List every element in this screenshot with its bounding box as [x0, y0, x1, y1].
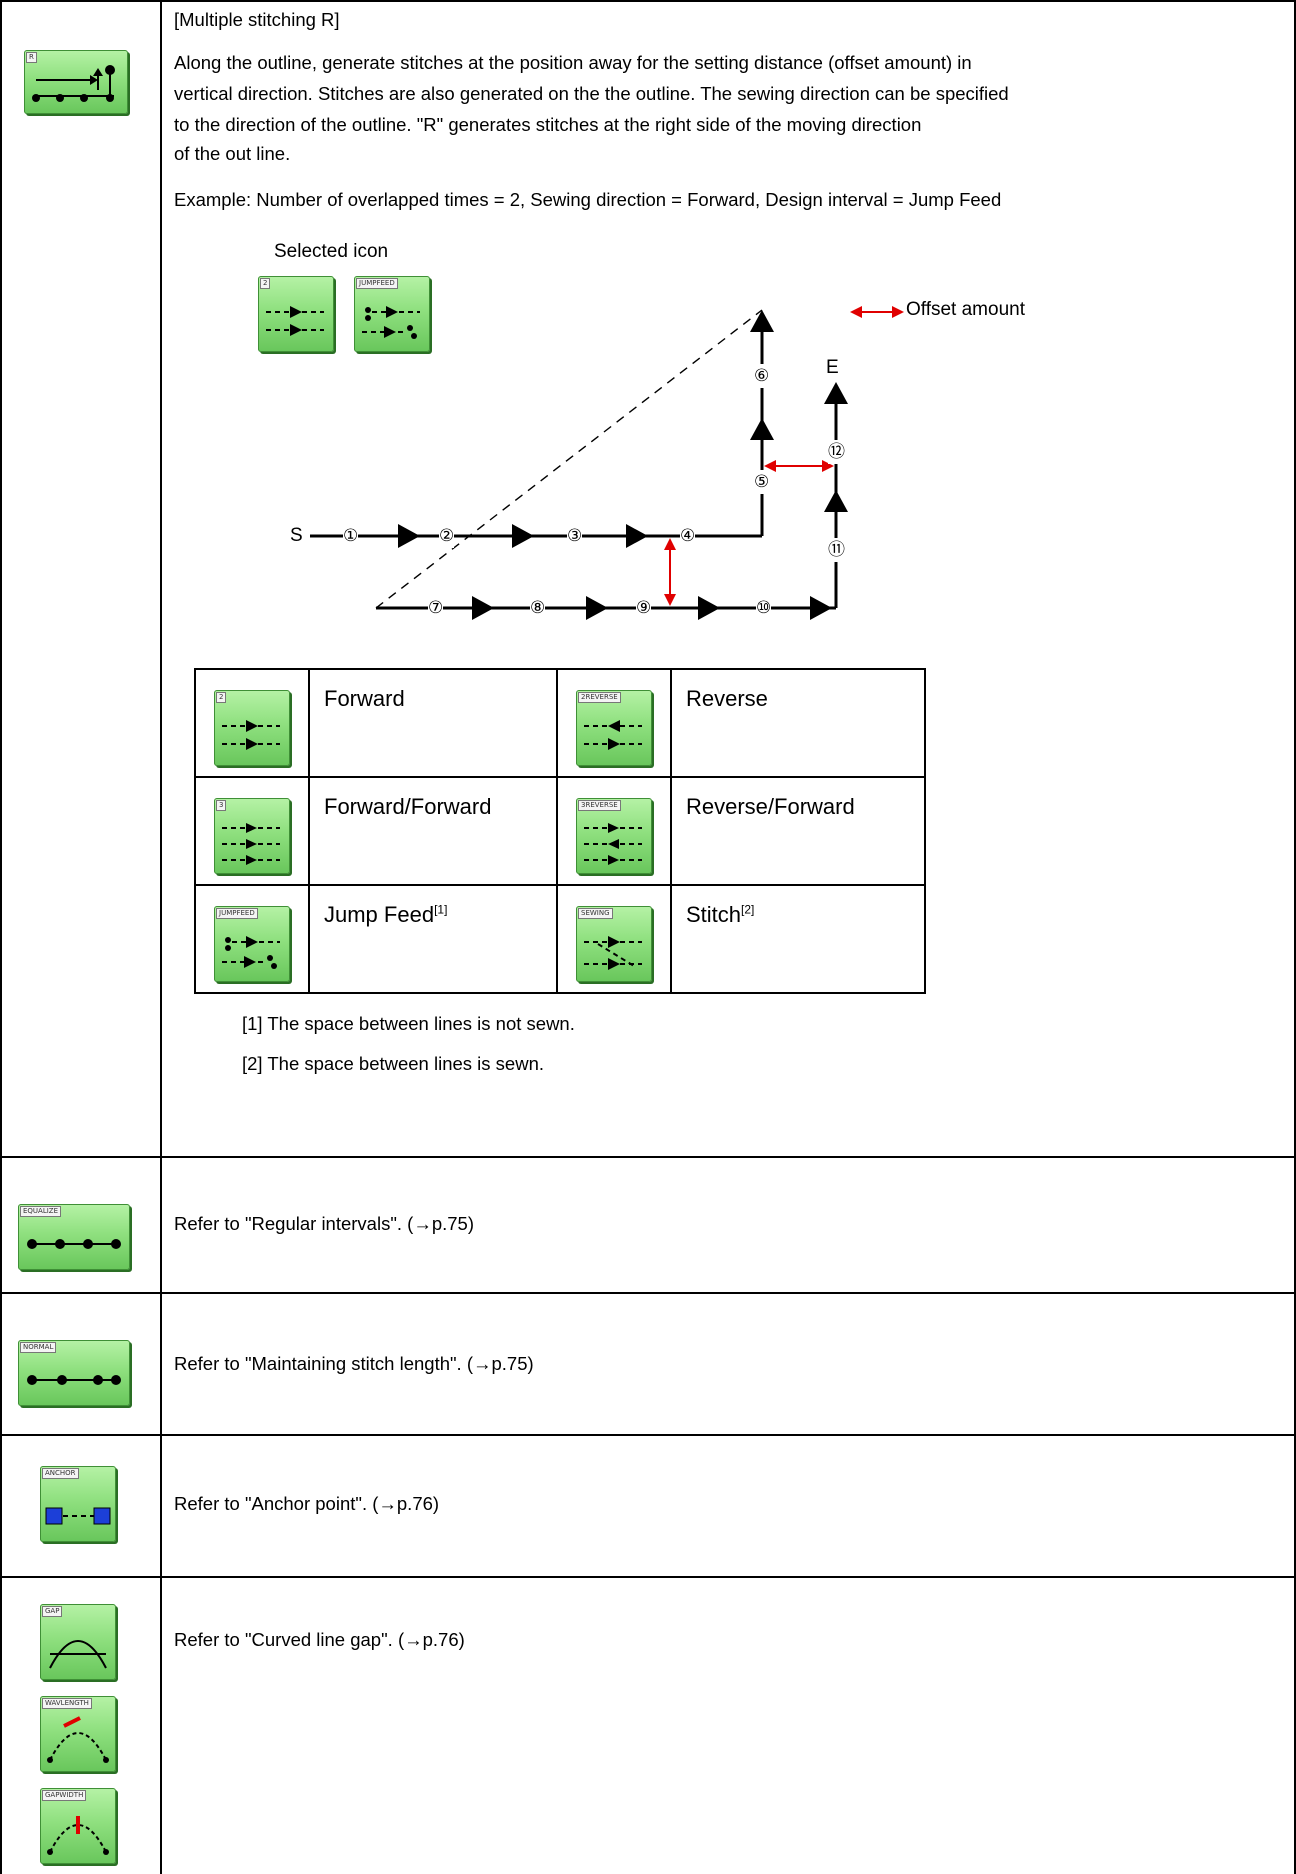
step-label: ②: [439, 524, 455, 548]
gap-icon: GAP: [40, 1604, 116, 1680]
option-icon-cell: JUMPFEED: [194, 884, 310, 994]
option-label-cell: Forward: [308, 668, 558, 778]
table-border-left: [0, 0, 2, 1874]
option-label: Jump Feed[1]: [324, 902, 448, 927]
example-text: Example: Number of overlapped times = 2,…: [174, 189, 1002, 210]
option-icon-cell: 3REVERSE: [556, 776, 672, 886]
footnote-ref: [1]: [434, 902, 448, 917]
option-label: Reverse: [686, 686, 768, 711]
option-label-cell: Reverse/Forward: [670, 776, 926, 886]
option-label-cell: Stitch[2]: [670, 884, 926, 994]
description-line: vertical direction. Stitches are also ge…: [174, 83, 1009, 104]
start-label: S: [290, 524, 303, 548]
step-label: ⑩: [756, 596, 772, 620]
offset-arrow-icon: [850, 306, 904, 318]
step-label: ⑫: [828, 440, 845, 464]
step-label: ⑦: [428, 596, 444, 620]
reference-text: Refer to "Maintaining stitch length". (→…: [174, 1353, 534, 1374]
step-label: ⑨: [636, 596, 652, 620]
option-label-cell: Forward/Forward: [308, 776, 558, 886]
description-line: of the out line.: [174, 143, 291, 164]
description-line: Along the outline, generate stitches at …: [174, 52, 972, 73]
offset-amount-label: Offset amount: [906, 299, 1025, 320]
reference-text: Refer to "Regular intervals". (→p.75): [174, 1213, 475, 1234]
stitch-path-diagram: [310, 309, 848, 620]
footnote: [2] The space between lines is sewn.: [242, 1053, 544, 1074]
options-row: 2 Forward 2REVERSE: [194, 668, 926, 778]
section-title: [Multiple stitching R]: [174, 9, 340, 30]
sewing-icon: SEWING: [576, 906, 652, 982]
sewing-direction-options-table: 2 Forward 2REVERSE: [194, 668, 926, 994]
step-label: ①: [343, 524, 359, 548]
option-icon-cell: 3: [194, 776, 310, 886]
reverse-forward-icon: 3REVERSE: [576, 798, 652, 874]
step-label: ⑧: [530, 596, 546, 620]
gap-width-icon: GAPWIDTH: [40, 1788, 116, 1864]
step-label: ③: [567, 524, 583, 548]
row-divider: [0, 1292, 1296, 1294]
table-border-right: [1294, 0, 1296, 1874]
equalize-icon: EQUALIZE: [18, 1204, 130, 1270]
option-icon-cell: 2REVERSE: [556, 668, 672, 778]
wav-length-icon: WAVLENGTH: [40, 1696, 116, 1772]
row-divider: [0, 1576, 1296, 1578]
footnote: [1] The space between lines is not sewn.: [242, 1013, 575, 1034]
multiple-stitching-r-icon: R: [24, 50, 128, 114]
description-line: to the direction of the outline. "R" gen…: [174, 114, 922, 135]
option-icon-cell: 2: [194, 668, 310, 778]
table-border-top: [0, 0, 1296, 2]
reference-text: Refer to "Anchor point". (→p.76): [174, 1493, 440, 1514]
option-label: Forward: [324, 686, 405, 711]
reference-text: Refer to "Curved line gap". (→p.76): [174, 1629, 465, 1650]
options-row: JUMPFEED Jump Feed[1] SEWING: [194, 884, 926, 994]
option-label-cell: Jump Feed[1]: [308, 884, 558, 994]
row-divider: [0, 1156, 1296, 1158]
footnote-ref: [2]: [741, 902, 755, 917]
selected-forward-icon: 2: [258, 276, 334, 352]
option-icon-cell: SEWING: [556, 884, 672, 994]
step-label: ⑪: [828, 538, 845, 562]
option-label: Stitch[2]: [686, 902, 755, 927]
selected-icon-label: Selected icon: [274, 241, 389, 262]
jump-feed-icon: JUMPFEED: [214, 906, 290, 982]
forward-3-icon: 3: [214, 798, 290, 874]
forward-2-icon: 2: [214, 690, 290, 766]
option-label: Forward/Forward: [324, 794, 492, 819]
step-label: ④: [680, 524, 696, 548]
table-column-divider: [160, 0, 162, 1874]
reverse-icon: 2REVERSE: [576, 690, 652, 766]
option-label: Reverse/Forward: [686, 794, 855, 819]
step-label: ⑥: [754, 364, 770, 388]
step-label: ⑤: [754, 470, 770, 494]
options-row: 3 Forward/Forward 3REVERSE: [194, 776, 926, 886]
anchor-icon: ANCHOR: [40, 1466, 116, 1542]
normal-icon: NORMAL: [18, 1340, 130, 1406]
selected-jump-feed-icon: JUMPFEED: [354, 276, 430, 352]
end-label: E: [826, 357, 839, 378]
row-divider: [0, 1434, 1296, 1436]
option-label-cell: Reverse: [670, 668, 926, 778]
